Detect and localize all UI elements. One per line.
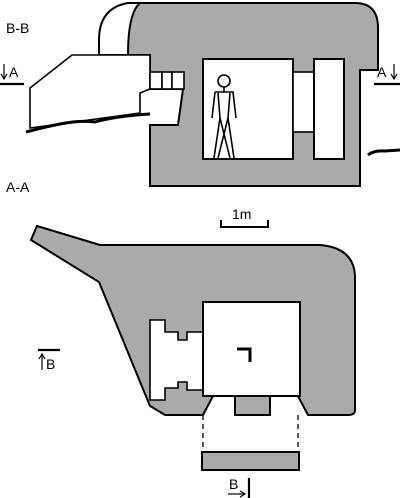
upper-interior-room [202,58,294,160]
cut-marker-b-left-label: B [46,356,55,372]
cut-marker-a-right: A [374,64,400,86]
wing-projection-dashed [98,281,151,407]
upper-passage [292,71,316,133]
lower-outer-wall [201,451,300,471]
cut-marker-b-bottom-label: B [229,476,238,492]
upper-ground-line-right [367,148,400,157]
human-figure-icon [211,74,237,159]
upper-entrance-canopy [98,1,143,56]
upper-embrasure-step-3 [171,71,185,90]
scale-bar-label: 1m [232,206,251,222]
cut-marker-a-left: A [0,64,24,86]
upper-embrasure-step-1 [149,71,163,90]
scale-bar: 1m [220,206,269,228]
corner-mark [237,347,252,362]
cut-marker-a-left-label: A [9,64,19,80]
section-label-b-b: B-B [6,20,29,36]
section-label-a-a: A-A [6,179,30,195]
lower-embrasure [149,319,206,401]
section-b-b: B-B A A [0,1,400,187]
cut-marker-b-left: B [38,348,60,372]
upper-embrasure-step-2 [161,71,173,90]
section-a-a: B B [29,224,356,498]
upper-sloped-ramp [29,54,151,129]
cut-marker-a-right-label: A [377,64,387,80]
upper-ground-line-left [25,112,151,134]
upper-side-chamber [313,58,345,160]
cut-marker-b-bottom: B [228,476,251,498]
